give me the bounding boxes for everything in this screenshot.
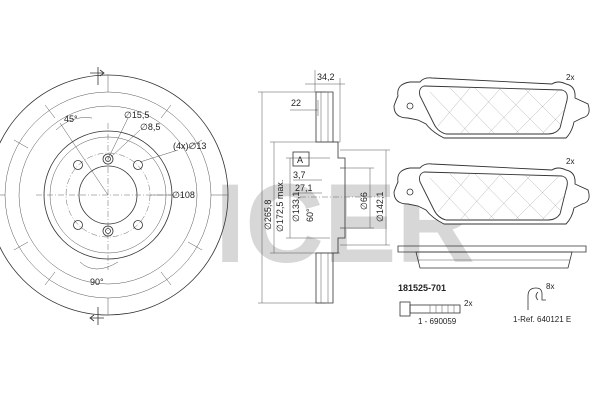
leader-bolt: [139, 149, 179, 163]
dim-142-1-label: ∅142,1: [375, 192, 385, 222]
kit-info: 181525-701 2x 1 - 690059 8x 1-Ref. 64012…: [398, 282, 571, 326]
vent-marks: [0, 75, 228, 315]
pad-bottom-texture: [429, 173, 567, 221]
dim-3-7-label: 3,7: [293, 170, 306, 180]
pad-bottom: 2x: [393, 157, 590, 225]
dim-15-5-label: ∅15,5: [124, 110, 149, 120]
width-22-label: 22: [291, 98, 301, 108]
spring-ref: 1-Ref. 640121 E: [513, 315, 571, 324]
pad-top-qty: 2x: [566, 73, 574, 82]
angle-60-label: 60°: [305, 208, 315, 222]
dim-172-5-label: ∅172,5 max.: [275, 180, 285, 232]
datum-label: A: [297, 155, 303, 165]
width-top-label: 34,2: [317, 72, 335, 82]
dim-108-label: ∅108: [172, 190, 195, 200]
pad-bottom-lining: [419, 171, 568, 221]
pad-side-backplate: [397, 245, 587, 253]
rotor-ring-lower: [315, 252, 334, 304]
arrow-left-icon: [89, 314, 104, 322]
spring-qty: 8x: [546, 282, 554, 291]
dim-27-1-label: 27,1: [295, 183, 313, 193]
pad-top-lining: [419, 85, 568, 135]
pad-side-lining: [415, 251, 573, 269]
leader-15-5: [107, 117, 129, 160]
bolt-ref: 1 - 690059: [418, 317, 457, 326]
disc-front-view: 45° ∅15,5 ∅8,5 (4x)∅13 ∅108 90°: [0, 67, 229, 325]
locator-hole-inner: [105, 156, 111, 162]
locator-hole: [102, 225, 114, 237]
part-number: 181525-701: [398, 283, 446, 293]
leader-8-5: [110, 129, 141, 158]
angle-arc-90: [79, 261, 119, 270]
locator-hole: [102, 153, 114, 165]
bolt-icon: [399, 301, 461, 317]
angle-top-label: 45°: [64, 114, 78, 124]
disc-section-view: A 34,2 22 3,7 27,1 ∅265,8 ∅172,5 max. ∅1…: [258, 70, 390, 304]
pad-side-view: [397, 245, 587, 269]
dim-265-8-label: ∅265,8: [263, 200, 273, 230]
angle-bottom-label: 90°: [90, 277, 104, 287]
dim-133-1-label: ∅133,1: [291, 192, 301, 222]
pad-top: 2x: [393, 73, 590, 139]
bolt-holes: [73, 153, 143, 237]
bolt-qty: 2x: [464, 299, 472, 308]
bolt-hole: [133, 220, 143, 230]
spring-clip-icon: [527, 287, 546, 310]
bolt-hole: [73, 160, 83, 170]
pad-bottom-qty: 2x: [566, 157, 574, 166]
pad-top-texture: [429, 87, 567, 135]
datum-box: [292, 151, 310, 167]
rotor-hat: [333, 141, 346, 254]
locator-hole-inner: [105, 228, 111, 234]
angle-arc-45: [55, 117, 93, 131]
dim-8-5-label: ∅8,5: [140, 122, 160, 132]
bolt-hole: [133, 160, 143, 170]
arrow-right-icon: [90, 69, 105, 77]
dim-66-label: ∅66: [359, 192, 369, 210]
bolt-hole: [73, 220, 83, 230]
disc-ring-2: [18, 105, 198, 285]
bolt-pattern-label: (4x)∅13: [173, 141, 206, 151]
rotor-ring-upper: [315, 91, 334, 143]
